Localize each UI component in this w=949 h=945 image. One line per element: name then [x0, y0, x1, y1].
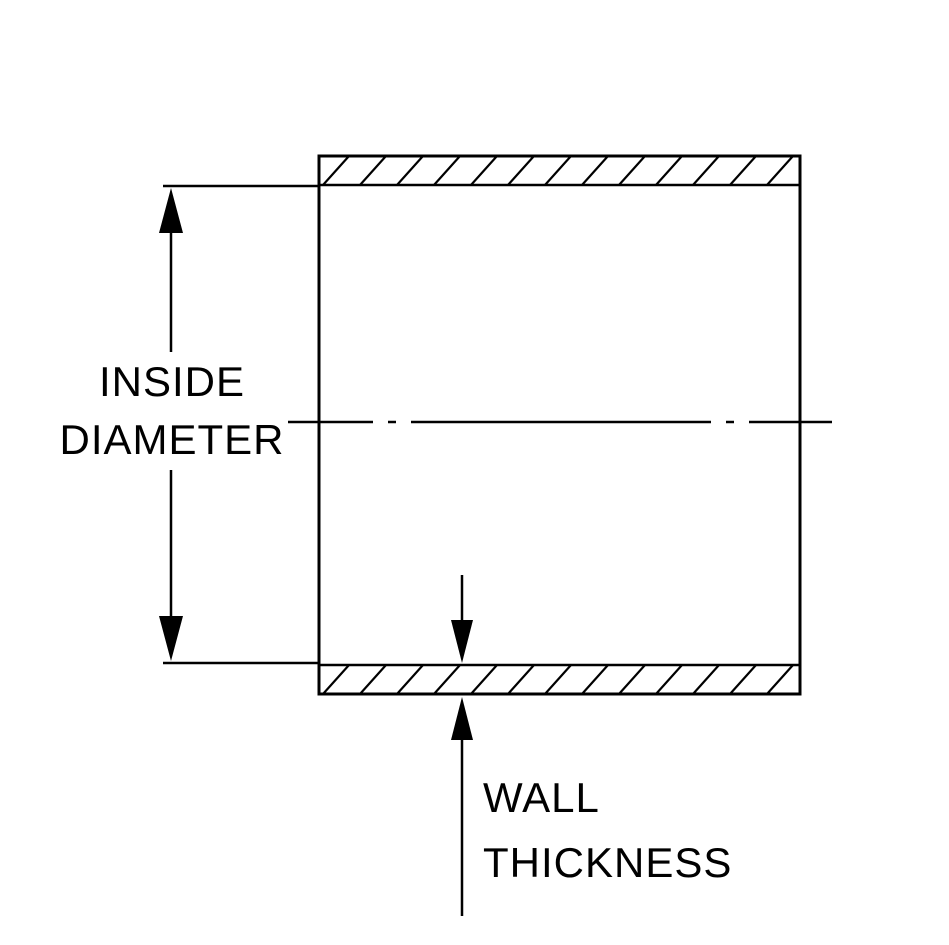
wall-thickness-arrow-down-icon — [451, 620, 473, 663]
dimension-arrow-up-icon — [159, 188, 183, 233]
tube-body-outline — [317, 154, 802, 696]
tube-cross-section — [288, 154, 832, 696]
bottom-wall-hatched — [317, 663, 802, 696]
dimension-arrow-down-icon — [159, 616, 183, 661]
inside-diameter-label-line1: INSIDE — [99, 358, 245, 405]
wall-thickness-arrow-up-icon — [451, 697, 473, 740]
inside-diameter-dimension: INSIDE DIAMETER — [59, 184, 319, 665]
wall-thickness-label-line1: WALL — [483, 774, 600, 821]
inside-diameter-label-line2: DIAMETER — [59, 416, 284, 463]
top-wall-hatched — [317, 154, 802, 187]
wall-thickness-label-line2: THICKNESS — [483, 839, 732, 886]
wall-thickness-callout: WALL THICKNESS — [451, 575, 732, 916]
